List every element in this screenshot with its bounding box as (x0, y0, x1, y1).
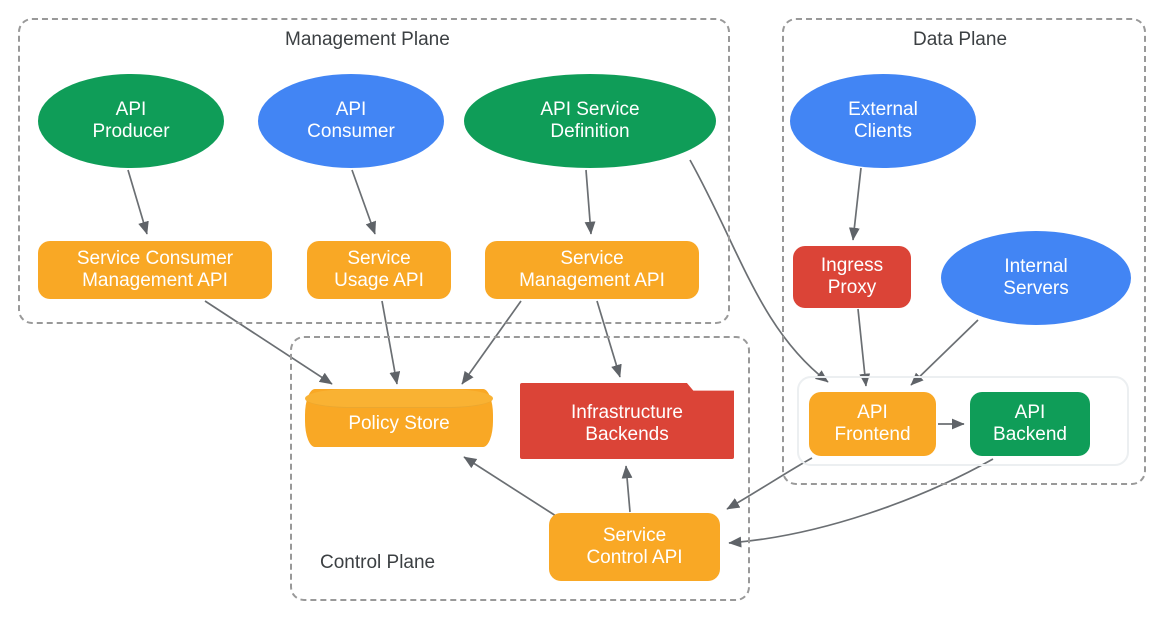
plane-control-plane (290, 336, 750, 601)
plane-label-control-plane: Control Plane (320, 552, 436, 573)
node-external-clients[interactable]: External Clients (790, 74, 976, 168)
node-api-service-definition[interactable]: API Service Definition (464, 74, 716, 168)
node-api-consumer[interactable]: API Consumer (258, 74, 444, 168)
plane-label-data-plane: Data Plane (913, 29, 1008, 50)
node-api-frontend[interactable]: API Frontend (809, 392, 936, 456)
node-ingress-proxy[interactable]: Ingress Proxy (793, 246, 911, 308)
node-internal-servers[interactable]: Internal Servers (941, 231, 1131, 325)
node-api-producer[interactable]: API Producer (38, 74, 224, 168)
plane-data-plane (782, 18, 1146, 485)
node-policy-store[interactable]: Policy Store (305, 389, 493, 447)
node-api-backend[interactable]: API Backend (970, 392, 1090, 456)
plane-management-plane (18, 18, 730, 324)
node-service-usage-api[interactable]: Service Usage API (307, 241, 451, 299)
node-service-control-api[interactable]: Service Control API (549, 513, 720, 581)
node-infrastructure-backends[interactable]: Infrastructure Backends (520, 383, 734, 459)
subgroup-api-runtime-group (797, 376, 1129, 466)
plane-label-management-plane: Management Plane (285, 29, 450, 50)
node-service-consumer-management-api[interactable]: Service Consumer Management API (38, 241, 272, 299)
node-service-management-api[interactable]: Service Management API (485, 241, 699, 299)
